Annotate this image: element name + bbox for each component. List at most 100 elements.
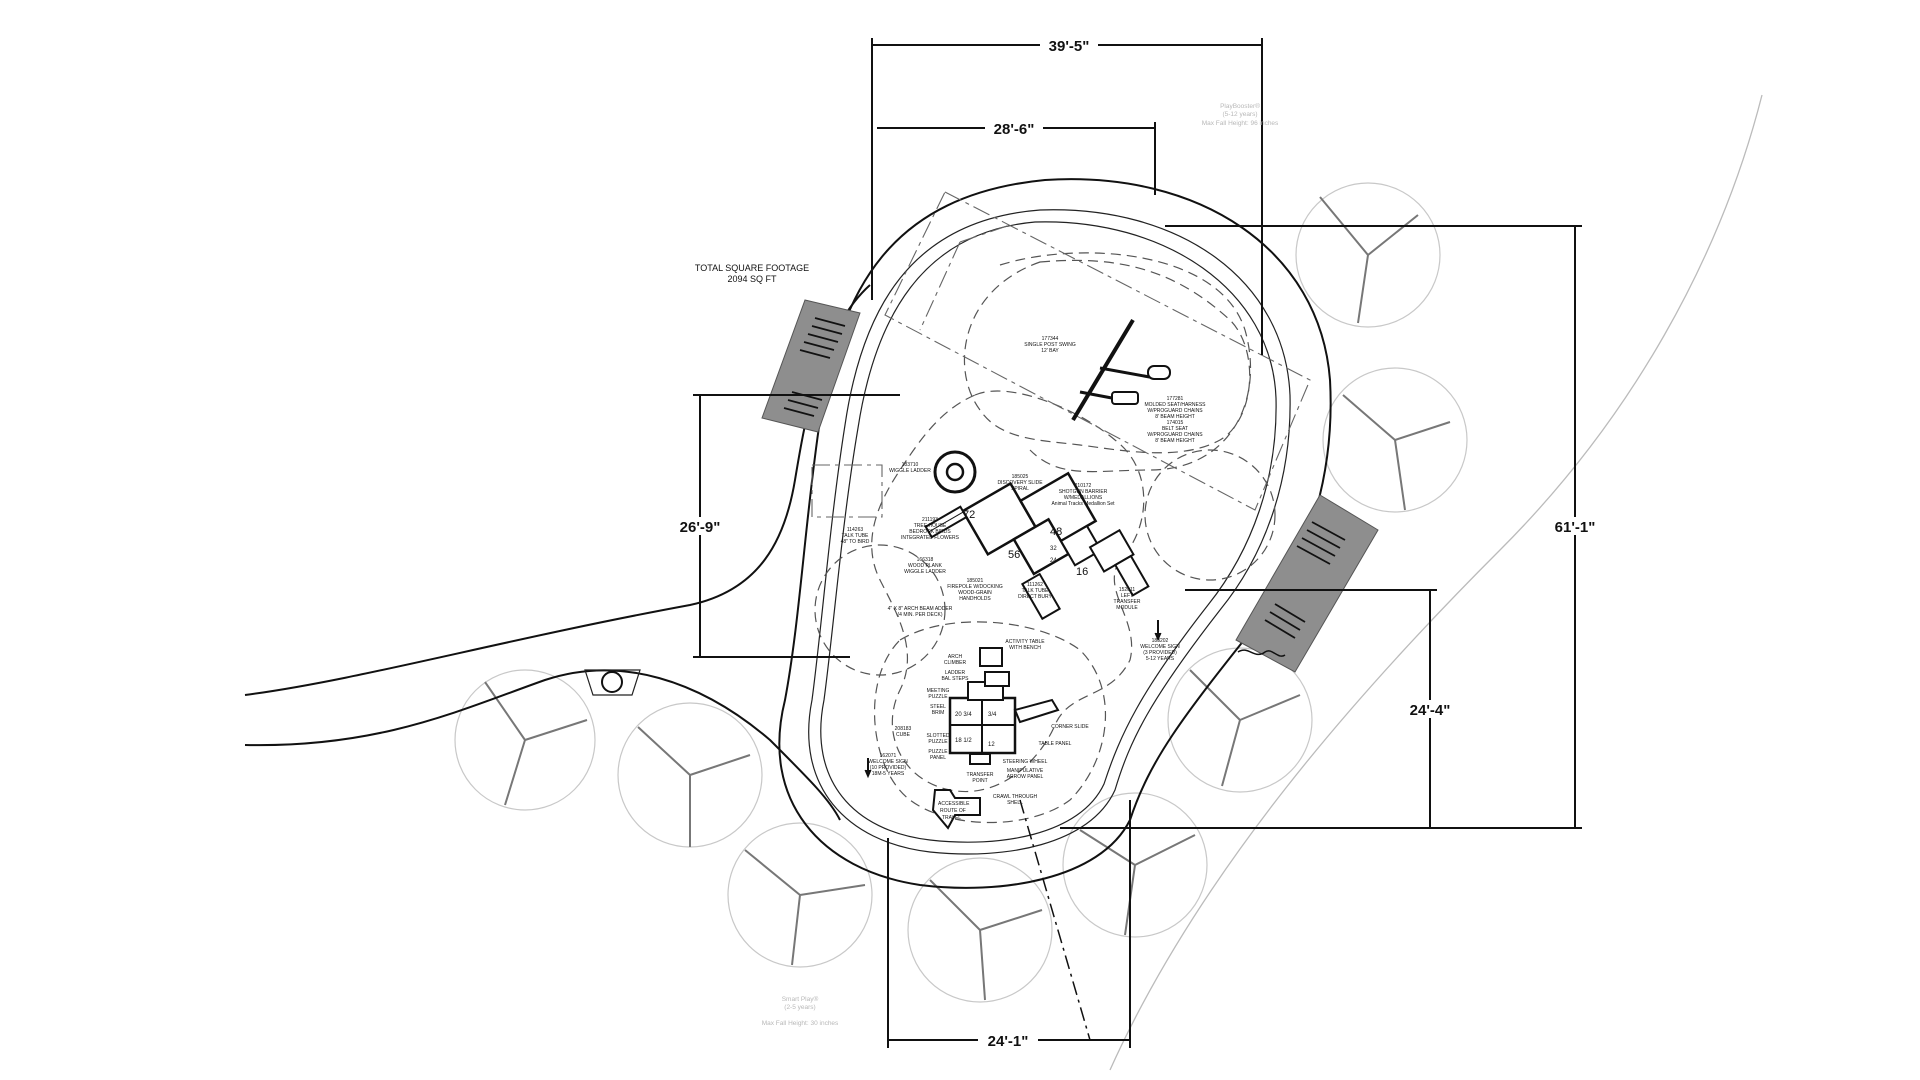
- dimension-label: 61'-1": [1555, 519, 1596, 536]
- svg-text:ROUTE OF: ROUTE OF: [940, 808, 966, 814]
- svg-text:WIGGLE LADDER: WIGGLE LADDER: [904, 569, 946, 575]
- svg-text:DIRECT BURY: DIRECT BURY: [1018, 594, 1052, 600]
- svg-text:W/MEDALLIONS: W/MEDALLIONS: [1064, 495, 1103, 501]
- svg-text:183202: 183202: [1152, 638, 1169, 644]
- deck-number: 32: [1050, 546, 1057, 552]
- square-footage-value: 2094 SQ FT: [727, 274, 777, 284]
- svg-text:8' BEAM HEIGHT: 8' BEAM HEIGHT: [1155, 414, 1195, 420]
- square-footage-title: TOTAL SQUARE FOOTAGE: [695, 263, 809, 273]
- svg-text:WOOD-GRAIN: WOOD-GRAIN: [958, 590, 992, 596]
- svg-text:BAL STEPS: BAL STEPS: [941, 676, 969, 682]
- svg-text:POINT: POINT: [972, 778, 987, 784]
- svg-text:ARROW PANEL: ARROW PANEL: [1007, 774, 1044, 780]
- tree-icon: [617, 702, 763, 848]
- use-zones: [814, 191, 1311, 824]
- deck-number: 56: [1008, 549, 1020, 561]
- svg-text:18M-5 YEARS: 18M-5 YEARS: [872, 771, 905, 777]
- bench-right: [1235, 494, 1379, 673]
- svg-text:WITH BENCH: WITH BENCH: [1009, 645, 1041, 651]
- svg-text:185025: 185025: [1012, 474, 1029, 480]
- svg-text:PUZZLE: PUZZLE: [928, 694, 948, 700]
- svg-text:STEEL: STEEL: [930, 704, 946, 710]
- svg-text:ACTIVITY TABLE: ACTIVITY TABLE: [1005, 639, 1045, 645]
- svg-text:185021: 185021: [967, 578, 984, 584]
- dimension-label: 28'-6": [994, 121, 1035, 138]
- tree-icon: [1062, 792, 1208, 938]
- svg-text:SHOTGUN BARRIER: SHOTGUN BARRIER: [1059, 489, 1108, 495]
- play-structure-older: [924, 471, 1150, 621]
- svg-text:BELT SEAT: BELT SEAT: [1162, 426, 1188, 432]
- svg-text:4" X 8" ARCH BEAM ADDER: 4" X 8" ARCH BEAM ADDER: [888, 606, 953, 612]
- deck-number: 18 1/2: [955, 738, 972, 744]
- svg-text:177344: 177344: [1042, 336, 1059, 342]
- small-deck-number-labels: 20 3/4 18 1/2 12 3/4: [955, 712, 997, 748]
- walking-path: [244, 284, 871, 821]
- svg-text:ARCH: ARCH: [948, 654, 963, 660]
- play-structure-younger: [948, 647, 1060, 765]
- playground-inner-border: [808, 209, 1291, 855]
- trees: [454, 182, 1468, 1003]
- structure-callouts: 183710 WIGGLE LADDER 211193 TREE HOUSE B…: [841, 462, 1181, 806]
- svg-text:Max Fall Height: 96 inches: Max Fall Height: 96 inches: [1202, 120, 1279, 127]
- bench-left-upper: [761, 299, 861, 433]
- zone-note-older: PlayBooster® (5-12 years) Max Fall Heigh…: [1202, 102, 1279, 127]
- svg-text:174015: 174015: [1167, 420, 1184, 426]
- svg-text:166318: 166318: [917, 557, 934, 563]
- svg-text:TREE HOUSE: TREE HOUSE: [914, 523, 947, 529]
- tree-icon: [1322, 367, 1468, 513]
- svg-text:114263: 114263: [847, 527, 864, 533]
- accessible-route-arrow: ACCESSIBLE ROUTE OF TRAVEL: [931, 789, 981, 830]
- svg-text:TRANSFER: TRANSFER: [967, 772, 994, 778]
- svg-text:SPIRAL: SPIRAL: [1011, 486, 1029, 492]
- deck-number: 72: [963, 509, 975, 521]
- svg-text:Animal Tracks Medallion Set: Animal Tracks Medallion Set: [1051, 501, 1115, 507]
- tree-icon: [454, 669, 596, 811]
- svg-text:PlayBooster®: PlayBooster®: [1220, 102, 1260, 110]
- svg-text:STEERING WHEEL: STEERING WHEEL: [1003, 759, 1048, 765]
- svg-text:TRANSFER: TRANSFER: [1114, 599, 1141, 605]
- svg-text:CRAWL THROUGH: CRAWL THROUGH: [993, 794, 1038, 800]
- svg-text:PUZZLE: PUZZLE: [928, 739, 948, 745]
- svg-text:(2-5 years): (2-5 years): [784, 1004, 815, 1011]
- svg-text:SHELL: SHELL: [1007, 800, 1023, 806]
- svg-text:WOOD PLANK: WOOD PLANK: [908, 563, 943, 569]
- dimension-label: 24'-4": [1410, 702, 1451, 719]
- svg-text:PUZZLE: PUZZLE: [928, 749, 948, 755]
- dimension-left: 26'-9": [670, 394, 900, 658]
- tree-icon: [1295, 182, 1441, 328]
- single-post-swing: [1071, 318, 1171, 422]
- svg-text:BRIM: BRIM: [932, 710, 945, 716]
- deck-number: 3/4: [988, 712, 997, 718]
- svg-text:211193: 211193: [922, 517, 938, 523]
- spiral-slide: [933, 450, 977, 494]
- svg-text:208183: 208183: [895, 726, 912, 732]
- svg-text:(3 PROVIDED): (3 PROVIDED): [1143, 650, 1177, 656]
- grading-contour-line: [1109, 94, 1763, 1071]
- light-pole: [584, 669, 641, 696]
- svg-text:Max Fall Height: 30 inches: Max Fall Height: 30 inches: [762, 1020, 839, 1027]
- deck-number: 12: [988, 742, 995, 748]
- svg-text:BEDROCK BIRDS: BEDROCK BIRDS: [909, 529, 951, 535]
- svg-text:HANDHOLDS: HANDHOLDS: [959, 596, 991, 602]
- tree-icon: [727, 822, 873, 968]
- svg-text:Smart Play®: Smart Play®: [782, 995, 819, 1003]
- drain-symbol: [1237, 649, 1286, 657]
- svg-text:W/PROGUARD CHAINS: W/PROGUARD CHAINS: [1147, 408, 1203, 414]
- svg-text:MEETING: MEETING: [927, 688, 950, 694]
- svg-text:152011: 152011: [1119, 587, 1136, 593]
- accessible-route-label: ACCESSIBLE: [938, 801, 970, 807]
- svg-text:(10 PROVIDED): (10 PROVIDED): [870, 765, 907, 771]
- svg-text:WELCOME SIGN: WELCOME SIGN: [868, 759, 908, 765]
- svg-text:(5-12 years): (5-12 years): [1222, 111, 1257, 118]
- svg-text:CORNER SLIDE: CORNER SLIDE: [1051, 724, 1089, 730]
- total-square-footage: TOTAL SQUARE FOOTAGE 2094 SQ FT: [695, 263, 809, 284]
- svg-text:177281: 177281: [1167, 396, 1184, 402]
- dimension-top-inner: 28'-6": [877, 119, 1156, 195]
- svg-text:W/PROGUARD CHAINS: W/PROGUARD CHAINS: [1147, 432, 1203, 438]
- svg-text:162071: 162071: [880, 753, 897, 759]
- svg-text:INTEGRATED FLOWERS: INTEGRATED FLOWERS: [901, 535, 960, 541]
- svg-text:210172: 210172: [1075, 483, 1092, 489]
- svg-text:LADDER: LADDER: [945, 670, 966, 676]
- swing-callouts: 177344 SINGLE POST SWING 12' BAY 177281 …: [1024, 336, 1206, 444]
